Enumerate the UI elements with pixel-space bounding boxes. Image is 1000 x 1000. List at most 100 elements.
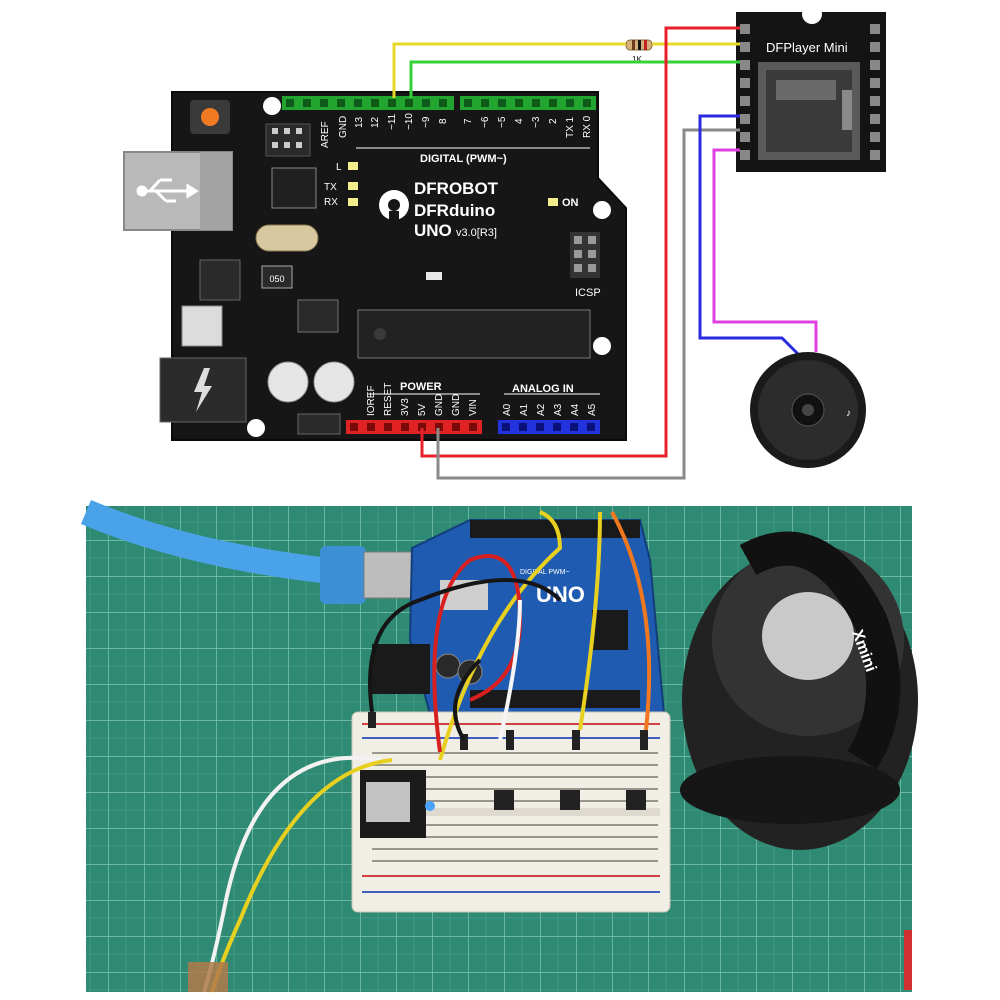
pin-6-label: ~6 (480, 116, 491, 128)
pin-3v3-label: 3V3 (400, 398, 411, 416)
crystal (255, 224, 319, 252)
push-button-1 (494, 790, 514, 810)
brand-label: DFROBOT (414, 179, 499, 198)
regulator (181, 305, 223, 347)
pin-aref-label: AREF (320, 121, 331, 148)
icsp-header (570, 232, 600, 278)
mounting-hole (593, 201, 611, 219)
blue-wire (698, 114, 802, 358)
pin-gnd2-power-label: GND (451, 394, 462, 416)
photo-white-wire-1 (498, 599, 522, 741)
analog-header-label: ANALOG IN (512, 383, 574, 395)
usb-icon (136, 178, 199, 203)
speaker: ♪ (750, 352, 866, 468)
pin-gnd-label: GND (338, 116, 349, 138)
dfplayer-led (425, 801, 435, 811)
pin-a3-label: A3 (553, 403, 564, 416)
pin-gnd-power-label: GND (434, 394, 445, 416)
pin-0-label: RX 0 (582, 115, 593, 138)
pin-4-label: 4 (514, 118, 525, 124)
photo-board-label: UNO (536, 582, 585, 607)
photo-black-wire-1 (368, 578, 562, 713)
pin-11-label: ~11 (387, 113, 398, 130)
pin-2-label: 2 (548, 118, 559, 124)
power-bolt-icon (194, 368, 212, 412)
pin-5-label: ~5 (497, 116, 508, 128)
l-led (348, 162, 358, 170)
mat-edge-marker (904, 930, 912, 990)
pin-12-label: 12 (370, 116, 381, 128)
photo-red-wire (432, 554, 523, 753)
photo-board-sublabel: DIGITAL PWM~ (520, 569, 570, 576)
icsp-label: ICSP (575, 287, 601, 299)
capacitor (313, 361, 355, 403)
pin-13-label: 13 (354, 116, 365, 128)
rx-led (348, 198, 358, 206)
resistor-label: 1K (632, 55, 642, 64)
pin-a0-label: A0 (502, 403, 513, 416)
red-wire (420, 26, 740, 458)
on-led (548, 198, 558, 206)
tx-led (348, 182, 358, 190)
photo-white-wire-2 (202, 755, 381, 993)
pin-vin-label: VIN (468, 399, 479, 416)
mounting-hole (263, 97, 281, 115)
pin-1-label: TX 1 (565, 116, 576, 138)
photo-yellow-wire-1 (438, 510, 563, 761)
push-button-2 (560, 790, 580, 810)
rx-label: RX (324, 197, 338, 208)
mounting-hole (593, 337, 611, 355)
pin-ioref-label: IOREF (366, 385, 377, 416)
magenta-wire (712, 148, 818, 352)
mounting-hole (247, 419, 265, 437)
pin-a5-label: A5 (587, 403, 598, 416)
gray-wire (436, 128, 740, 480)
pin-a2-label: A2 (536, 403, 547, 416)
model-label: DFRduino (414, 201, 495, 220)
pin-9-label: ~9 (421, 116, 432, 128)
power-header-label: POWER (400, 381, 442, 393)
pin-3-label: ~3 (531, 116, 542, 128)
l-label: L (336, 162, 342, 173)
pin-7-label: 7 (463, 118, 474, 124)
speaker-plus-mark: ♪ (846, 408, 851, 419)
digital-header-right (460, 96, 596, 110)
dfrobot-logo-icon (379, 190, 409, 223)
on-label: ON (562, 197, 579, 209)
capacitor (267, 361, 309, 403)
dfplayer-title: DFPlayer Mini (766, 40, 848, 55)
digital-header-label: DIGITAL (PWM~) (420, 153, 507, 165)
wires (392, 26, 818, 480)
usb-connector (123, 151, 233, 231)
arduino-board: 050 ICSP L TX RX ON DFROBOT (123, 91, 627, 441)
barrel-jack (372, 644, 430, 694)
usb-plug (320, 546, 366, 604)
photo-yellow-wire-2 (578, 511, 602, 731)
photo-orange-wire (610, 511, 652, 731)
yellow-wire (392, 42, 626, 98)
power-header (346, 420, 482, 434)
usb-metal (363, 551, 413, 599)
breadboard (351, 711, 671, 913)
photo-black-wire-2 (453, 658, 482, 742)
wiring-diagram: 050 ICSP L TX RX ON DFROBOT (0, 0, 1000, 490)
atmega-chip (357, 309, 591, 359)
dfplayer-module: DFPlayer Mini (736, 4, 886, 172)
sd-card-slot (758, 62, 860, 160)
usb-cable (80, 500, 362, 587)
part-label: 050 (269, 274, 284, 284)
push-button-3 (626, 790, 646, 810)
board-label: UNO (414, 221, 452, 240)
wire-connector (188, 962, 228, 992)
pin-10-label: ~10 (404, 113, 415, 130)
pin-8-label: 8 (438, 118, 449, 124)
version-label: v3.0[R3] (456, 227, 497, 239)
green-wire (409, 60, 740, 98)
pin-5v-label: 5V (417, 403, 428, 416)
xmini-speaker: Xmini (680, 531, 918, 850)
tx-label: TX (324, 182, 337, 193)
pin-a1-label: A1 (519, 403, 530, 416)
pin-reset-label: RESET (383, 383, 394, 416)
pin-a4-label: A4 (570, 403, 581, 416)
